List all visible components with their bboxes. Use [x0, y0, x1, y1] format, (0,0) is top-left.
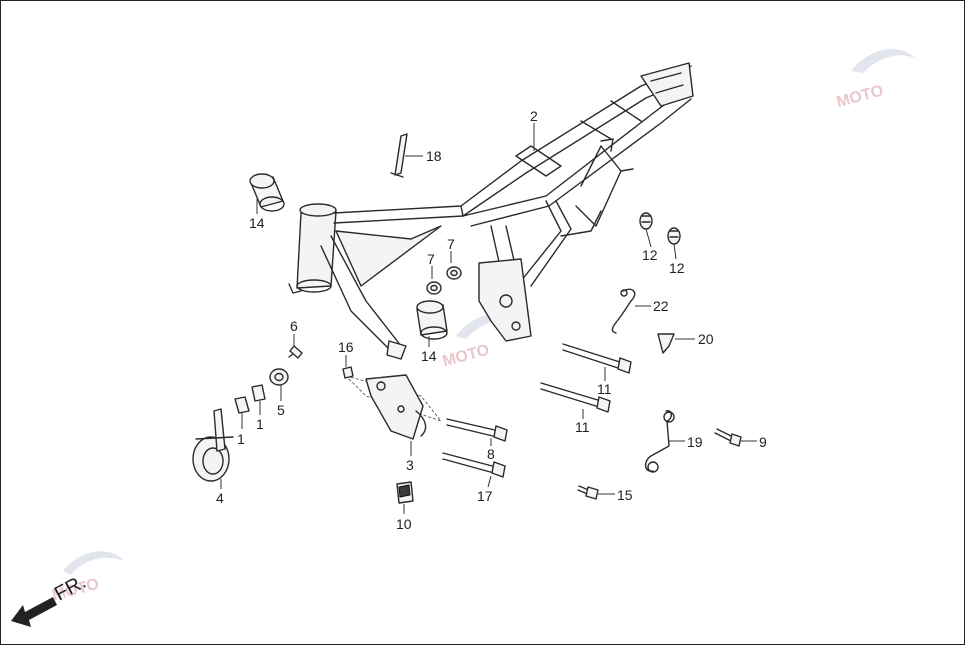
watermark-top-right: MOTO — [835, 49, 916, 111]
callout-22: 22 — [653, 298, 669, 314]
bolt-19 — [577, 485, 599, 500]
callout-9: 9 — [759, 434, 767, 450]
callout-6: 6 — [290, 318, 298, 334]
bolt-16 — [442, 452, 506, 478]
cover-plate-5 — [344, 374, 443, 440]
callout-labels: 2 18 14 7 7 14 12 12 22 20 6 16 5 1 1 4 … — [216, 108, 767, 532]
engine-mount-rubber-upper — [249, 173, 285, 212]
long-bolt-11-lower — [540, 382, 611, 413]
callout-19: 15 — [617, 487, 633, 503]
engine-mount-rubber-lower — [416, 300, 448, 340]
horn-2 — [192, 408, 234, 482]
nut-1-left — [234, 396, 250, 414]
callout-12-right: 12 — [669, 260, 685, 276]
callout-7-left: 7 — [427, 251, 435, 267]
damper-12-right — [667, 227, 681, 245]
callout-20: 20 — [698, 331, 714, 347]
wire-bracket-18 — [644, 410, 675, 473]
callout-1-left: 1 — [237, 431, 245, 447]
wire-clip-22 — [611, 288, 636, 334]
main-frame — [288, 62, 694, 360]
damper-12-left — [639, 212, 653, 230]
collar-right — [446, 266, 462, 280]
nut-15 — [342, 366, 354, 379]
callout-15: 16 — [338, 339, 354, 355]
front-direction-arrow: FR. — [11, 571, 90, 627]
bolt-9 — [714, 428, 742, 447]
callout-14-lower: 14 — [421, 348, 437, 364]
bolt-8 — [446, 418, 508, 442]
callout-3: 5 — [277, 402, 285, 418]
bolt-6 — [288, 345, 303, 359]
clip-10 — [396, 481, 414, 504]
callout-16: 17 — [477, 488, 493, 504]
callout-1-right: 1 — [256, 416, 264, 432]
callout-14-upper: 14 — [249, 215, 265, 231]
callout-10: 10 — [396, 516, 412, 532]
watermark-text: MOTO — [441, 342, 491, 371]
callout-12-left: 12 — [642, 247, 658, 263]
grommet-20 — [657, 333, 675, 354]
watermark-text: MOTO — [835, 82, 885, 111]
long-bolt-11-upper — [562, 343, 632, 374]
collar-left — [426, 281, 442, 295]
callout-11-upper: 11 — [597, 381, 612, 397]
leader-lines — [220, 123, 757, 514]
callout-5: 3 — [406, 457, 414, 473]
nut-1-right — [251, 384, 266, 402]
callout-8: 8 — [487, 446, 495, 462]
callout-17: 18 — [426, 148, 442, 164]
callout-11-lower: 11 — [575, 419, 590, 435]
callout-4: 2 — [530, 108, 538, 124]
callout-2: 4 — [216, 490, 224, 506]
bracket-17 — [390, 133, 408, 178]
collar-3 — [269, 368, 289, 386]
callout-18: 19 — [687, 434, 703, 450]
callout-7-right: 7 — [447, 236, 455, 252]
